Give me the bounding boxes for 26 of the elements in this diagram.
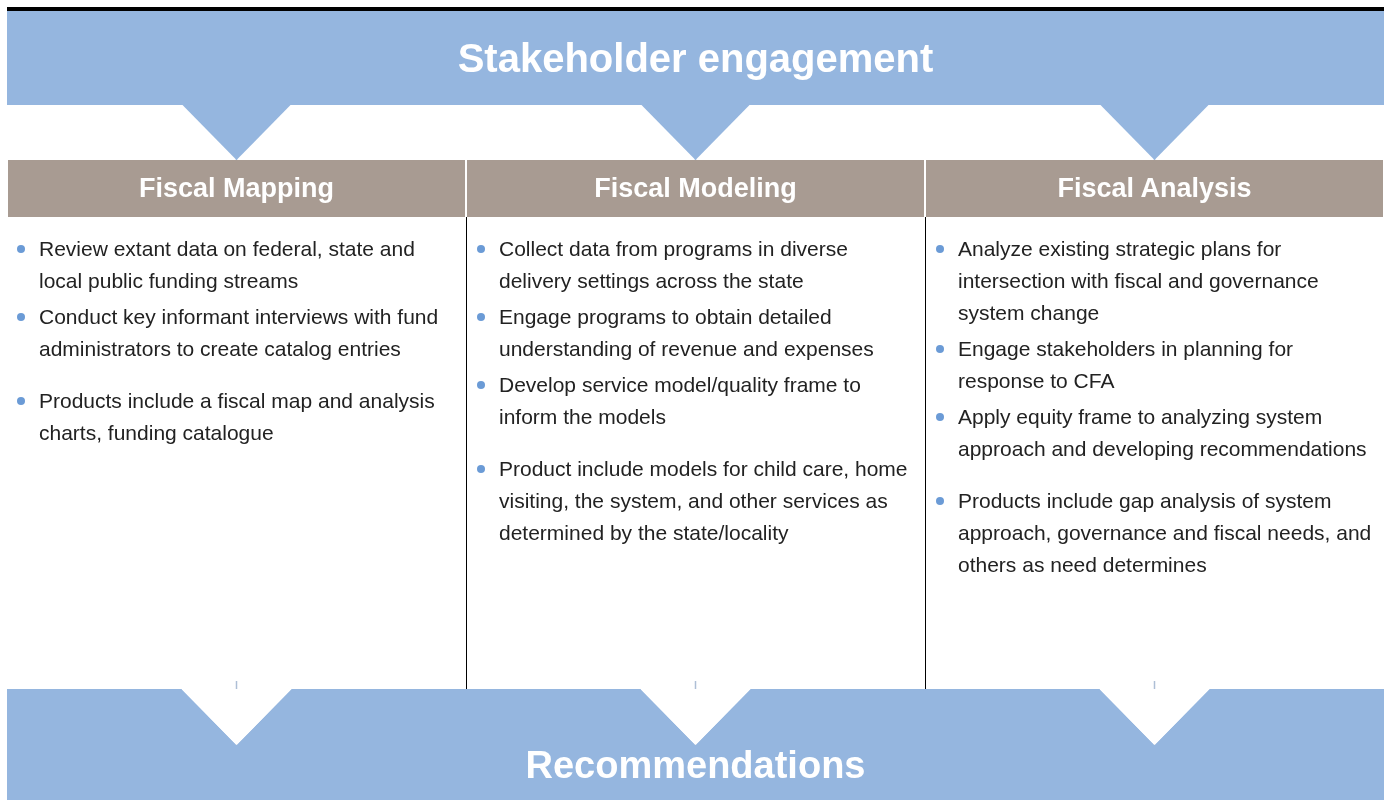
column-panel [466,160,925,689]
bullet-text: Products include gap analysis of system approach, governance and fiscal needs, and others as need determines [958,488,1373,578]
chevron-arrow [1099,104,1210,161]
chevron-arrow [1099,680,1210,746]
chevron-arrow [640,680,751,746]
column-heading: Fiscal Modeling [466,160,925,217]
bullet-text: Engage stakeholders in planning for response to CFA [958,336,1295,394]
bullet-text: Analyze existing strategic plans for intersection with fiscal and governance system change [958,236,1320,326]
bullet-text: Product include models for child care, home visiting, the system, and other services as determined by the state/locality [499,456,909,546]
chevron-arrow [640,104,751,161]
chevron-arrow [181,680,292,746]
chevron-arrow [181,104,292,161]
banner-title: Stakeholder engagement [457,35,934,82]
banner [7,689,1384,800]
bullet-text: Collect data from programs in diverse delivery settings across the state [499,236,849,294]
bullet-text: Review extant data on federal, state and local public funding streams [39,236,416,294]
bullet-text: Engage programs to obtain detailed understanding of revenue and expenses [499,304,875,362]
bullet-text: Conduct key informant interviews with fund administrators to create catalog entries [39,304,440,362]
banner [7,7,1384,105]
bullet-text: Products include a fiscal map and analysis charts, funding catalogue [39,388,436,446]
bullet-text: Apply equity frame to analyzing system approach and developing recommendations [958,404,1368,462]
banner-title: Recommendations [525,743,866,788]
bullet-text: Develop service model/quality frame to inform the models [499,372,862,430]
column-heading: Fiscal Mapping [7,160,466,217]
column-heading: Fiscal Analysis [925,160,1384,217]
column-panel [925,160,1384,689]
